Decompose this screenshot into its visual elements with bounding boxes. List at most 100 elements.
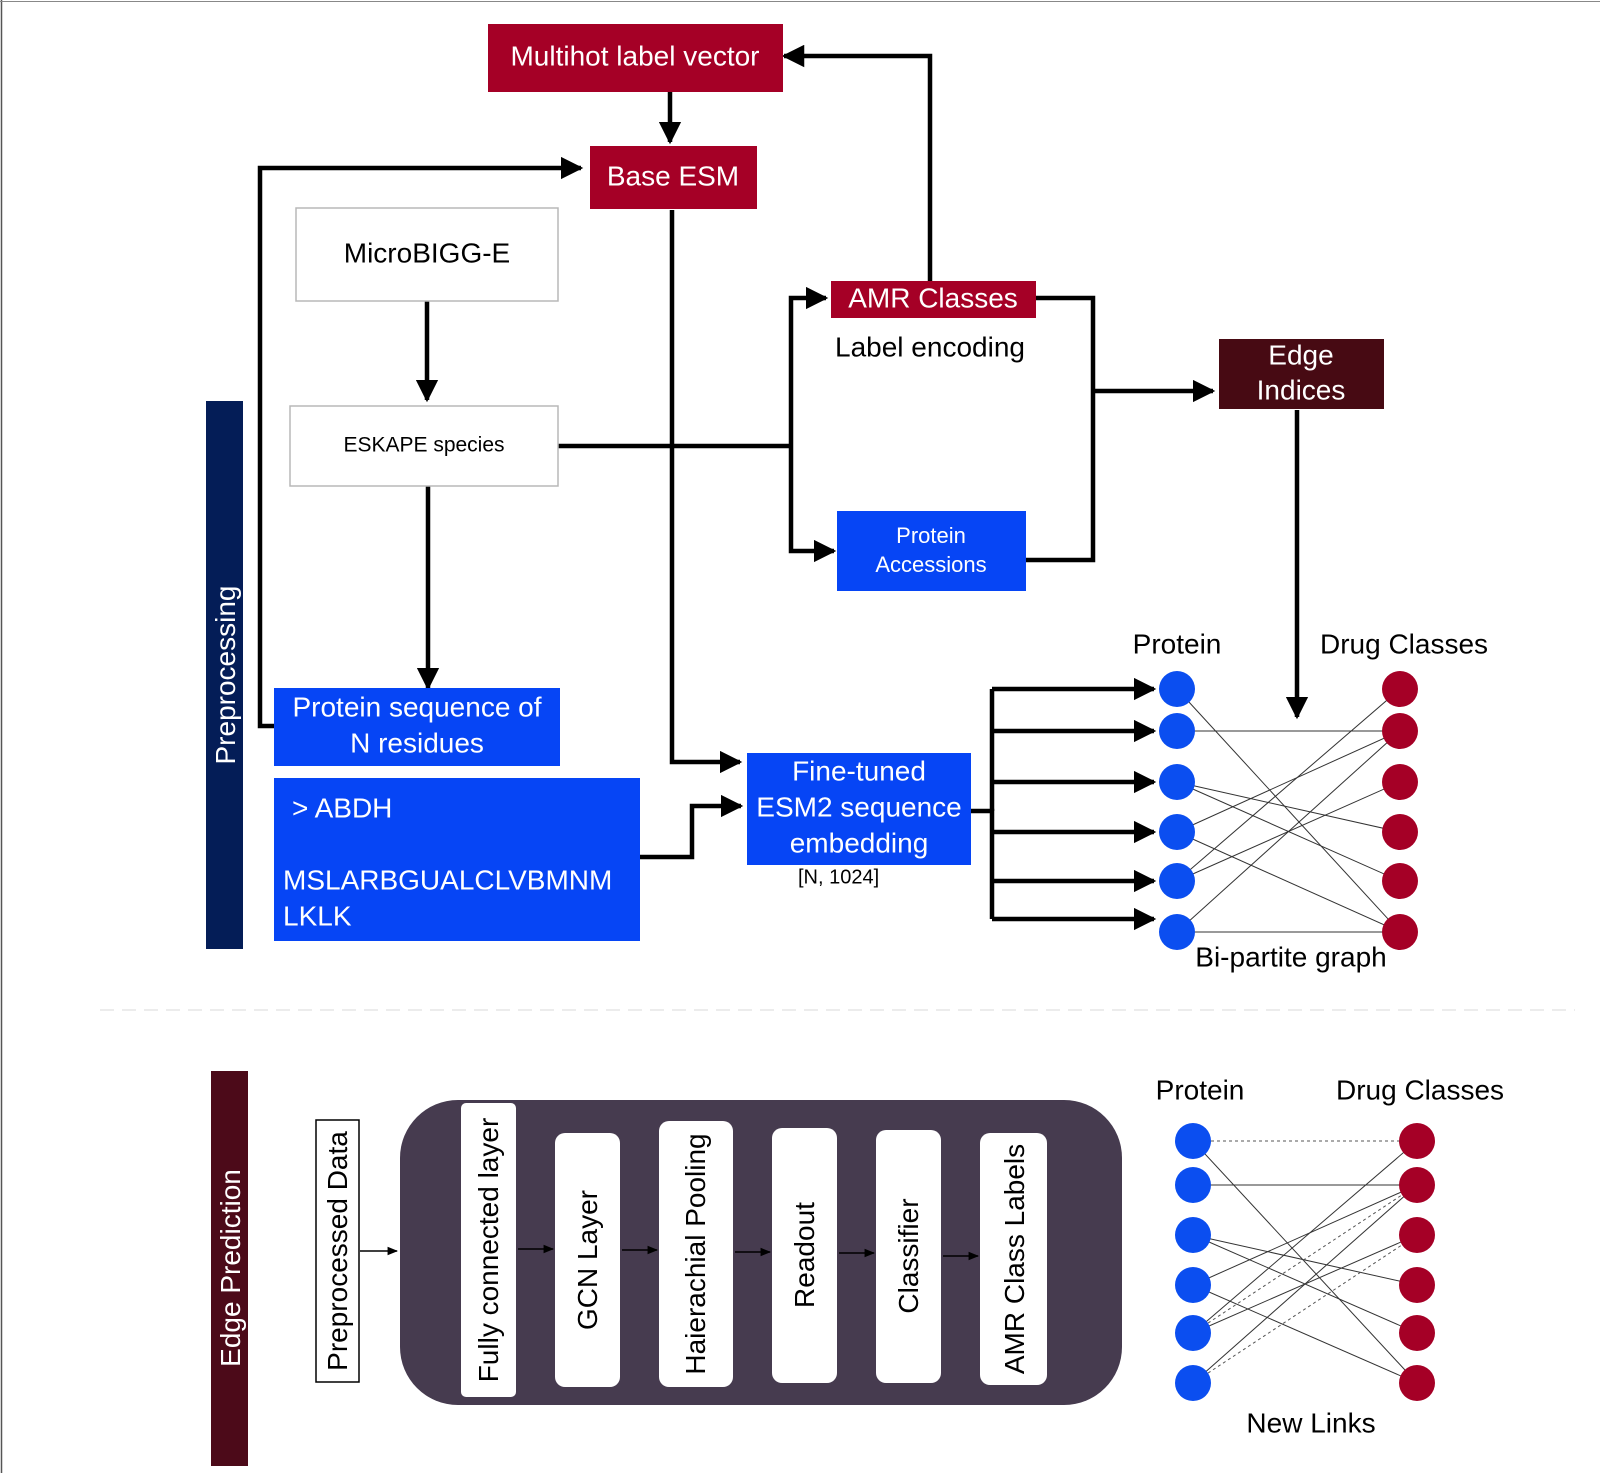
drug-node [1382,764,1418,800]
protein-seq-line2: N residues [350,727,484,758]
edge-prediction-section: Edge Prediction Preprocessed Data Fully … [211,1071,1504,1466]
edge-prediction-bar [211,1071,248,1466]
new-graph-drug-label: Drug Classes [1336,1074,1504,1105]
amr-classes-label: AMR Classes [848,282,1018,313]
preprocessed-data-box [315,1119,360,1383]
sequence-body-line2: LKLK [283,900,352,931]
preprocessing-bar [206,401,243,949]
protein-node [1159,713,1195,749]
microbigg-label: MicroBIGG-E [344,237,510,268]
layer-readout-label: Readout [789,1202,820,1308]
multihot-box [488,24,783,92]
label-encoding-label: Label encoding [835,331,1025,362]
preprocessing-section: Preprocessing Multihot [206,24,1488,972]
new-links-graph: Protein Drug Classes New Links [1156,1074,1504,1438]
protein-accessions-line1: Protein [896,523,966,548]
model-layers [461,1103,1047,1397]
new-graph-caption: New Links [1246,1407,1375,1438]
preprocessing-label: Preprocessing [210,586,241,765]
drug-node [1399,1315,1435,1351]
sequence-box [274,778,640,941]
drug-node [1382,814,1418,850]
protein-node [1175,1123,1211,1159]
eskape-label: ESKAPE species [343,434,504,457]
protein-node [1159,671,1195,707]
protein-accessions-line2: Accessions [875,552,986,577]
layer-classifier-box [876,1130,941,1383]
protein-node [1175,1167,1211,1203]
drug-node [1399,1365,1435,1401]
graph-drug-label: Drug Classes [1320,628,1488,659]
drug-nodes [1382,671,1418,950]
protein-seq-line1: Protein sequence of [292,691,541,722]
layer-fc-box [461,1103,516,1397]
arrow-base-to-finetuned [669,210,743,774]
protein-node [1159,764,1195,800]
drug-node [1382,671,1418,707]
multihot-label: Multihot label vector [510,40,759,71]
new-drug-nodes [1399,1123,1435,1401]
preprocessed-data-label: Preprocessed Data [322,1131,353,1371]
edge-indices-line2: Indices [1257,374,1346,405]
connectors [257,44,1309,931]
protein-accessions-box [837,511,1026,591]
arrow-to-amr [788,286,829,446]
layer-gcn-box [555,1133,620,1387]
drug-node [1382,914,1418,950]
base-esm-box [590,146,757,209]
base-esm-label: Base ESM [607,160,739,191]
protein-seq-box [274,688,560,766]
protein-node [1175,1365,1211,1401]
arrow-seq-to-finetuned [640,794,744,860]
graph-protein-label: Protein [1133,628,1222,659]
edge-prediction-label: Edge Prediction [215,1169,246,1367]
layer-fc-label: Fully connected layer [473,1118,504,1383]
edge-indices-box [1219,339,1384,409]
new-protein-nodes [1175,1123,1211,1401]
new-graph-edges [1192,1140,1418,1384]
protein-nodes [1159,671,1195,950]
drug-node [1399,1167,1435,1203]
layer-gcn-label: GCN Layer [572,1190,603,1330]
protein-node [1159,863,1195,899]
amr-classes-box [831,281,1036,318]
fine-tuned-box [747,753,971,865]
model-arrows [360,1244,980,1261]
bipartite-graph: Protein Drug Classes Bi-partite graph [1133,628,1488,972]
protein-node [1175,1315,1211,1351]
layer-labels-label: AMR Class Labels [999,1144,1030,1374]
layer-classifier-label: Classifier [893,1198,924,1313]
embedding-dims-label: [N, 1024] [798,866,879,888]
drug-node [1382,713,1418,749]
drug-node [1399,1123,1435,1159]
line-embed-fan [969,808,995,919]
layer-readout-box [772,1128,837,1383]
microbigg-box [295,207,559,302]
drug-node [1382,863,1418,899]
layer-pooling-label: Haierachial Pooling [680,1133,711,1374]
edge-indices-line1: Edge [1268,339,1333,370]
line-amr-accessions-bracket [1025,295,1096,563]
drug-node [1399,1267,1435,1303]
fine-tuned-line2: ESM2 sequence [756,791,961,822]
arrow-to-accessions [788,446,837,563]
graph-edges [1176,688,1401,933]
protein-node [1159,914,1195,950]
protein-node [1175,1217,1211,1253]
fine-tuned-line1: Fine-tuned [792,755,926,786]
drug-node [1399,1217,1435,1253]
new-graph-protein-label: Protein [1156,1074,1245,1105]
graph-caption: Bi-partite graph [1195,941,1386,972]
sequence-body-line1: MSLARBGUALCLVBMNM [283,864,612,895]
new-links-dashed [1192,1140,1418,1384]
eskape-box [289,405,559,487]
layer-labels-box [980,1133,1047,1385]
arrow-amr-to-multihot [781,44,933,296]
arrow-seq-to-base [257,156,584,729]
protein-node [1159,814,1195,850]
protein-node [1175,1267,1211,1303]
sequence-header: > ABDH [292,792,392,823]
fine-tuned-line3: embedding [790,827,929,858]
